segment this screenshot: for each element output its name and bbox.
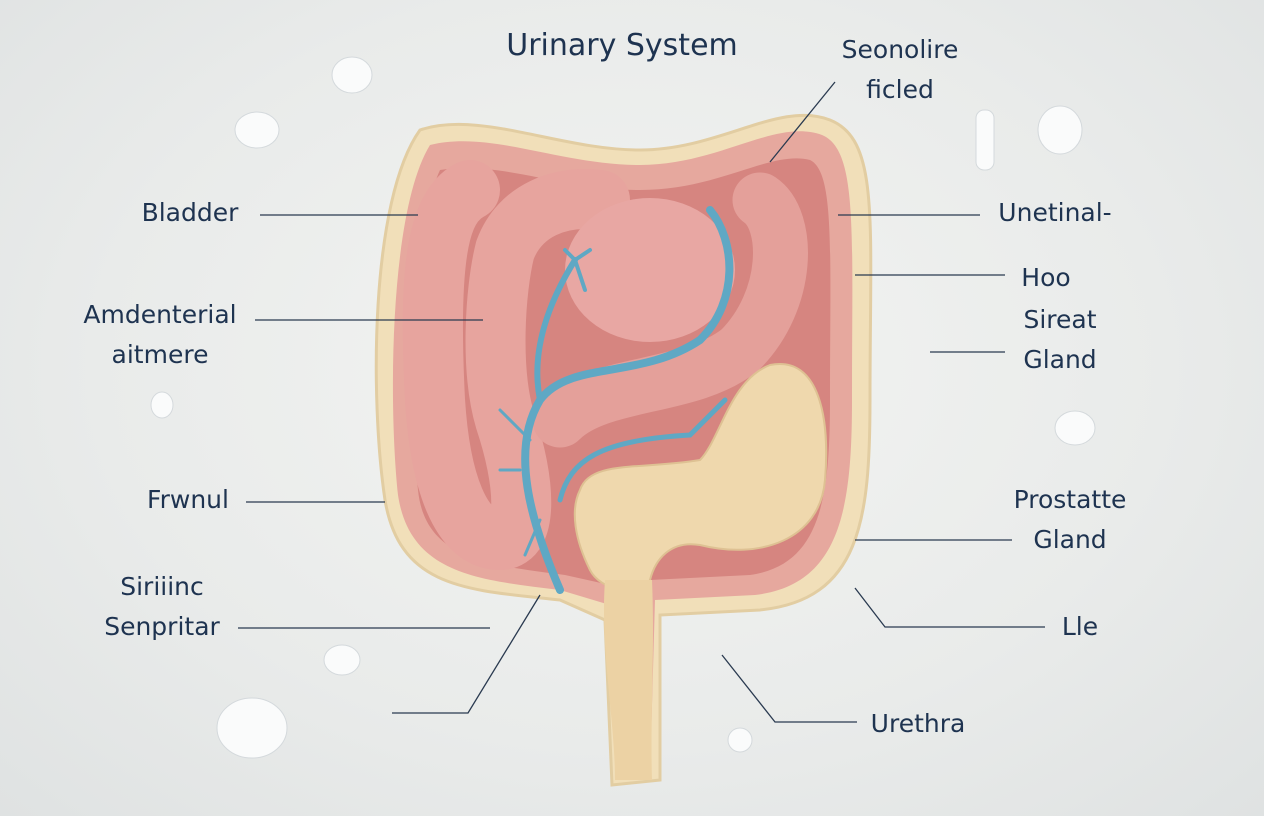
label-line: Gland xyxy=(1033,525,1107,554)
upper-organ xyxy=(565,198,735,342)
label-line: aitmere xyxy=(111,340,209,369)
label-siriiinc: Siriiinc Senpritar xyxy=(104,567,220,647)
label-line: Gland xyxy=(1023,345,1097,374)
urethra-tube xyxy=(603,580,653,780)
label-line: Prostatte xyxy=(1013,485,1127,514)
label-line: Senpritar xyxy=(104,612,220,641)
decorative-crystals xyxy=(150,56,1096,759)
label-lle: Lle xyxy=(1061,612,1099,641)
label-line: Amdenterial xyxy=(83,300,237,329)
label-frwnul: Frwnul xyxy=(147,485,229,514)
label-bladder: Bladder xyxy=(141,198,239,227)
label-line: ficled xyxy=(866,75,934,104)
label-seonolire: Seonolire ficled xyxy=(842,30,959,110)
label-urethra: Urethra xyxy=(870,709,966,738)
prostate xyxy=(573,362,828,592)
label-prostate-gland: Prostatte Gland xyxy=(1014,480,1127,560)
diagram-title: Urinary System xyxy=(506,28,738,63)
intestine-right xyxy=(532,172,808,448)
label-sireat-gland: Sireat Gland xyxy=(1023,300,1096,380)
label-line: Siriiinc xyxy=(120,572,204,601)
label-unetinal: Unetinal- xyxy=(998,198,1112,227)
leader-lines xyxy=(238,81,1045,723)
label-line: Sireat xyxy=(1023,305,1097,334)
intestine-left xyxy=(402,160,630,571)
label-line: Seonolire xyxy=(841,35,959,64)
label-amdenterial: Amdenterial aitmere xyxy=(83,295,236,375)
vessels xyxy=(498,206,734,594)
label-hoo: Hoo xyxy=(1021,263,1071,292)
